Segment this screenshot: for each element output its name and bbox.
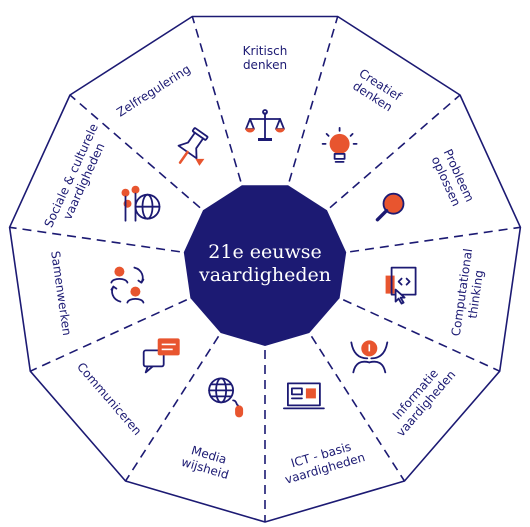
lightbulb-icon <box>321 126 358 163</box>
segment-label: Zelfregulering <box>114 62 193 120</box>
divider-line <box>342 298 501 372</box>
divider-line <box>69 94 201 209</box>
segment-label: Kritisch <box>243 44 288 58</box>
divider-line <box>124 335 220 482</box>
laptop-icon <box>282 382 325 410</box>
divider-line <box>329 94 461 209</box>
center-title-line-2: vaardigheden <box>198 264 331 286</box>
magnifier-icon <box>375 192 405 222</box>
segment: Zelfregulering <box>114 62 209 166</box>
divider-line <box>29 298 188 372</box>
people-globe-icon <box>121 185 161 222</box>
divider-line <box>350 226 521 253</box>
center-title-line-1: 21e eeuwse <box>208 241 321 263</box>
people-cycle-icon <box>110 266 145 304</box>
globe-mouse-icon <box>208 377 244 418</box>
pushpin-icon <box>177 127 209 166</box>
segment-label: thinking <box>465 269 486 319</box>
segment-label: Samenwerken <box>48 250 74 336</box>
outer-hendecagon <box>8 15 522 523</box>
segment-dividers <box>9 16 521 522</box>
computer-cursor-icon <box>385 266 417 305</box>
divider-line <box>191 16 242 182</box>
center-hendecagon <box>183 185 347 346</box>
divider-line <box>310 335 406 482</box>
divider-line <box>9 226 180 253</box>
segment-label: denken <box>243 58 287 72</box>
segment: Samenwerken <box>48 250 145 337</box>
speech-bubbles-icon <box>142 338 180 374</box>
segment-label: Communiceren <box>74 360 144 438</box>
divider-line <box>288 16 339 182</box>
scales-icon <box>245 109 285 141</box>
hands-info-icon <box>350 340 389 374</box>
segment: Communiceren <box>74 338 180 438</box>
